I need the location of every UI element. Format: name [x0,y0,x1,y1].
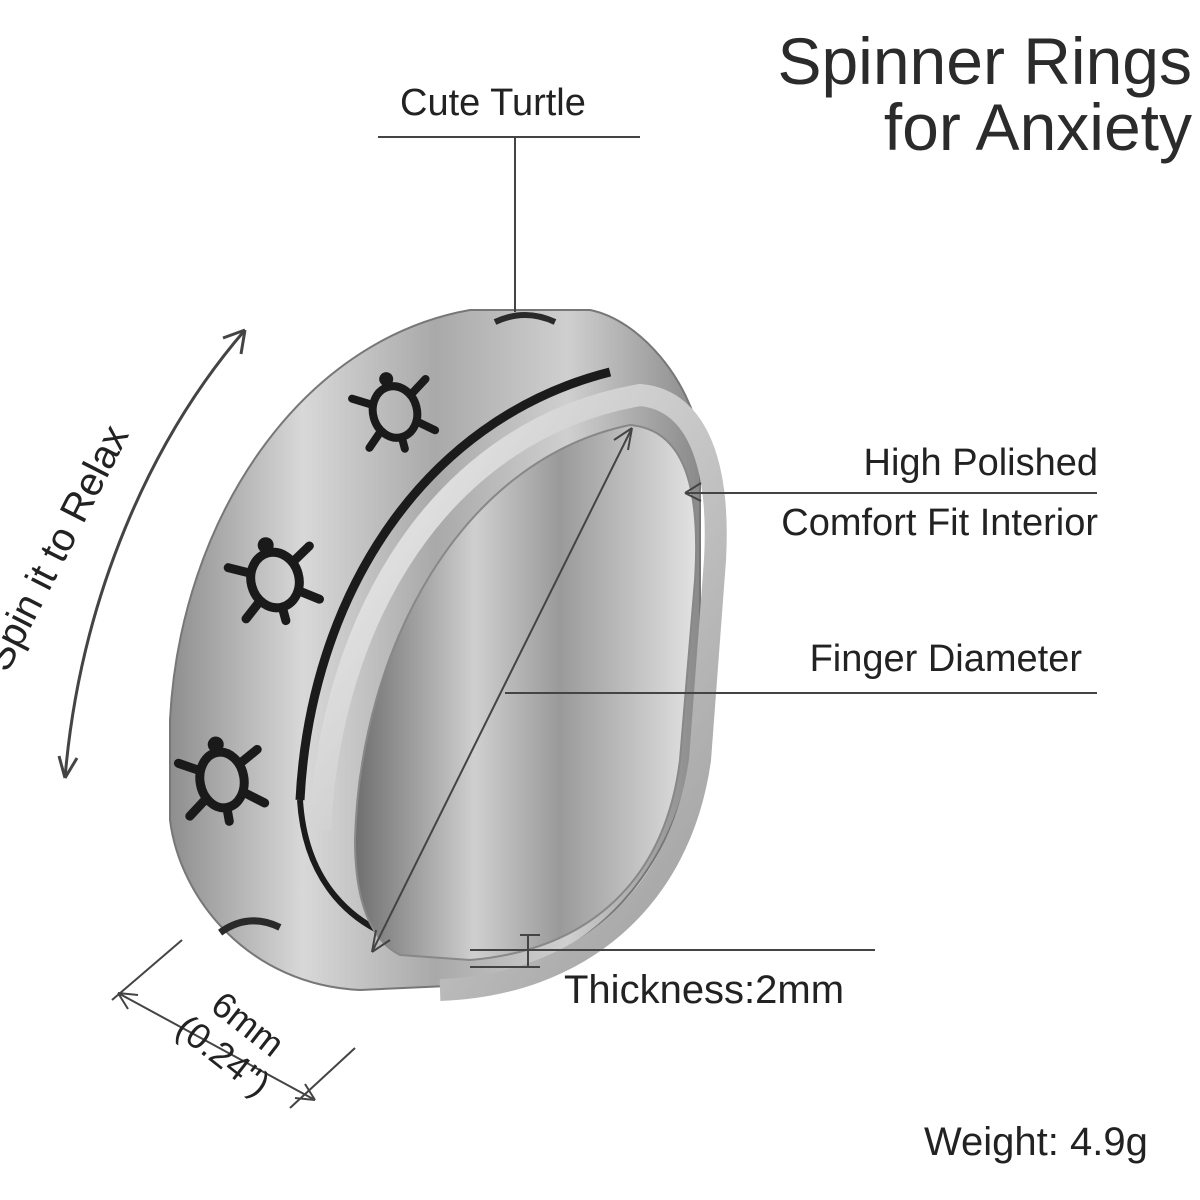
annotation-lines [57,136,1097,1109]
spinner-groove [295,367,612,801]
turtle-engraving-3 [173,736,270,826]
high-polished-label: High Polished [863,442,1098,484]
width-dim-line [117,992,316,1101]
width-arrowhead-left [117,992,139,1010]
width-arrowhead-right [294,1083,316,1101]
comfort-fit-label: Comfort Fit Interior [781,502,1098,544]
diameter-arrow [371,427,633,953]
weight-label: Weight: 4.9g [924,1120,1148,1164]
turtle-engraving-4 [218,917,282,936]
title-line-2: for Anxiety [883,90,1192,164]
thickness-label: Thickness:2mm [564,968,845,1012]
spin-arrowhead-bottom [57,755,79,779]
diameter-arrowhead-bottom [371,929,391,953]
ring-edge [309,383,727,1001]
polished-arrowhead [684,482,702,502]
spin-arc [63,329,247,779]
page-title: Spinner Rings for Anxiety [777,28,1192,160]
title-line-1: Spinner Rings [777,24,1192,98]
width-ext-left [111,939,183,1001]
diameter-arrowhead-top [613,427,633,451]
spin-arrowhead-top [222,328,247,355]
turtle-engraving-1 [348,372,440,453]
spinner-ring [169,309,727,1001]
turtle-engraving-5 [493,312,557,325]
turtle-engraving-2 [223,537,324,626]
cute-turtle-label: Cute Turtle [400,82,586,124]
finger-diameter-label: Finger Diameter [809,638,1082,680]
